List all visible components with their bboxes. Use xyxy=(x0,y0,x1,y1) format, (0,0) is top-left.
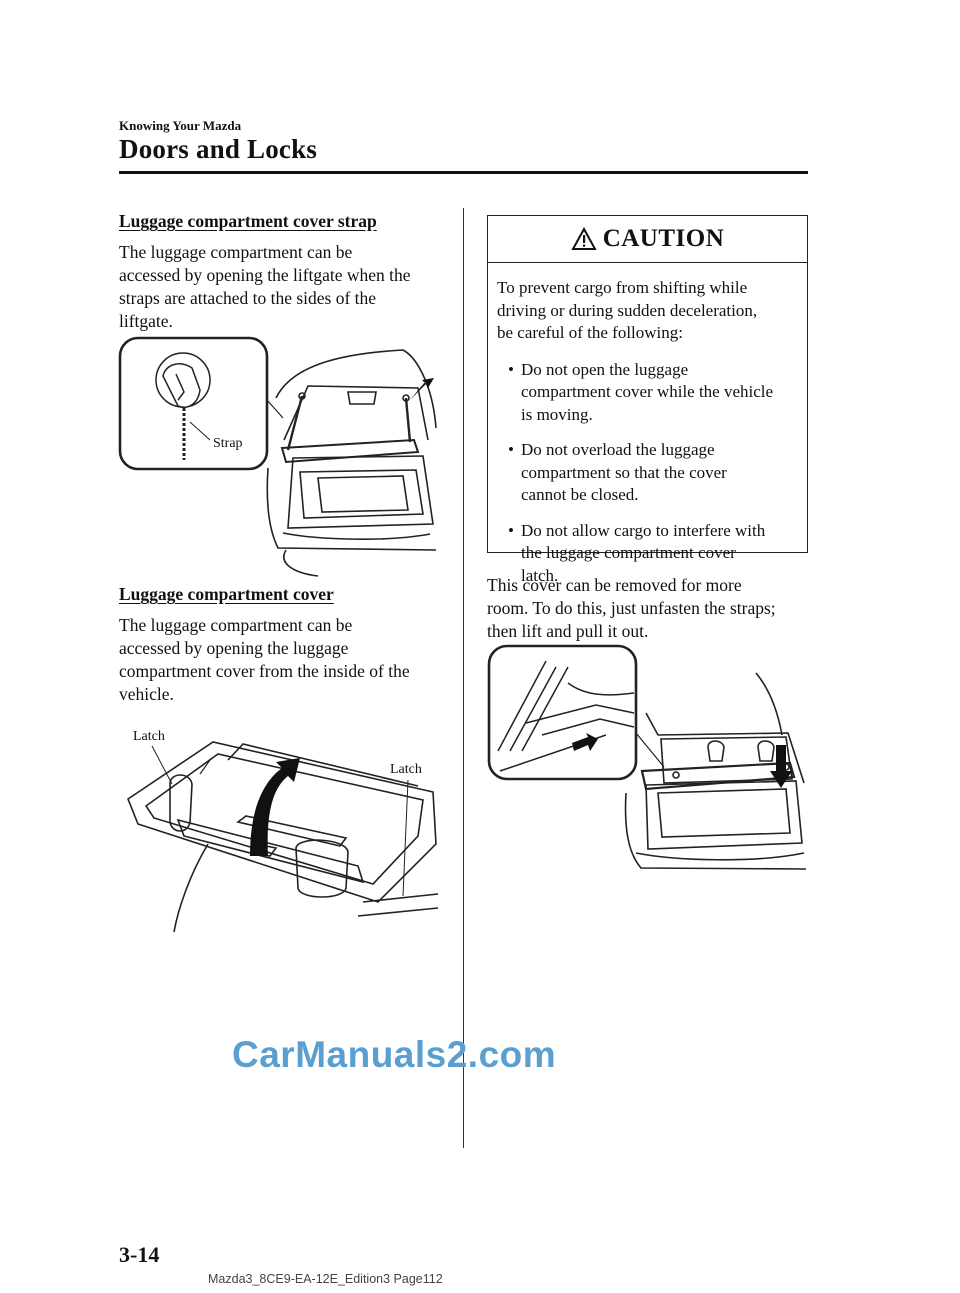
removal-line: This cover can be removed for more xyxy=(487,575,742,595)
cover-illustration xyxy=(127,741,439,932)
cover-line: accessed by opening the luggage xyxy=(119,638,349,658)
strap-line: The luggage compartment can be xyxy=(119,242,353,262)
caution-intro-line: be careful of the following: xyxy=(497,323,683,342)
latch-label-right: Latch xyxy=(389,762,423,778)
caution-list: • Do not open the luggage compartment co… xyxy=(497,359,798,588)
cover-line: The luggage compartment can be xyxy=(119,615,353,635)
footer-source: Mazda3_8CE9-EA-12E_Edition3 Page112 xyxy=(208,1272,443,1286)
direction-arrow-icon xyxy=(572,733,598,751)
bullet-icon: • xyxy=(508,520,514,540)
caution-body: To prevent cargo from shifting while dri… xyxy=(488,263,807,587)
bullet-icon: • xyxy=(508,359,514,379)
caution-item-line: Do not overload the luggage xyxy=(521,440,715,459)
removal-line: then lift and pull it out. xyxy=(487,621,649,641)
strap-illustration xyxy=(118,336,437,577)
caution-item: • Do not allow cargo to interfere with t… xyxy=(497,520,798,588)
page-title: Doors and Locks xyxy=(119,134,318,164)
cover-heading: Luggage compartment cover xyxy=(119,584,334,604)
strap-line: liftgate. xyxy=(119,311,173,331)
caution-item-line: the luggage compartment cover xyxy=(521,543,736,562)
caution-box: CAUTION To prevent cargo from shifting w… xyxy=(487,215,808,585)
cover-paragraph: The luggage compartment can be accessed … xyxy=(119,614,410,706)
removal-line: room. To do this, just unfasten the stra… xyxy=(487,598,776,618)
strap-paragraph: The luggage compartment can be accessed … xyxy=(119,241,411,333)
watermark: CarManuals2.com xyxy=(232,1034,557,1075)
caution-item-line: Do not open the luggage xyxy=(521,359,689,379)
strap-line: accessed by opening the liftgate when th… xyxy=(119,265,411,285)
caution-item-line: latch. xyxy=(521,565,559,585)
caution-item: • Do not open the luggage compartment co… xyxy=(497,359,798,427)
strap-line: straps are attached to the sides of the xyxy=(119,288,377,308)
section-label: Knowing Your Mazda xyxy=(119,118,242,133)
page-number: 3-14 xyxy=(119,1242,160,1267)
caution-title: CAUTION xyxy=(602,225,725,252)
caution-header: CAUTION xyxy=(488,216,807,263)
title-rule xyxy=(119,171,808,174)
bullet-icon: • xyxy=(508,440,514,459)
removal-illustration xyxy=(487,644,807,870)
caution-item-line: Do not allow cargo to interfere with xyxy=(521,520,766,540)
removal-paragraph: This cover can be removed for more room.… xyxy=(487,574,776,643)
direction-arrow-icon xyxy=(770,745,792,788)
caution-item-line: compartment cover while the vehicle xyxy=(521,382,774,401)
warning-triangle-icon xyxy=(571,227,597,250)
caution-intro-line: driving or during sudden deceleration, xyxy=(497,300,758,320)
caution-item-line: cannot be closed. xyxy=(521,485,639,504)
caution-intro-line: To prevent cargo from shifting while xyxy=(497,278,748,297)
caution-item-line: is moving. xyxy=(521,404,593,424)
column-divider xyxy=(463,208,464,1148)
caution-item: • Do not overload the luggage compartmen… xyxy=(497,439,798,507)
cover-line: compartment cover from the inside of the xyxy=(119,661,410,681)
direction-arrow-icon xyxy=(250,758,300,856)
strap-label: Strap xyxy=(212,436,244,452)
direction-arrow-icon xyxy=(410,378,434,400)
cover-line: vehicle. xyxy=(119,684,174,704)
strap-heading: Luggage compartment cover strap xyxy=(119,211,377,231)
caution-item-line: compartment so that the cover xyxy=(521,462,727,482)
latch-label-left: Latch xyxy=(132,729,166,745)
